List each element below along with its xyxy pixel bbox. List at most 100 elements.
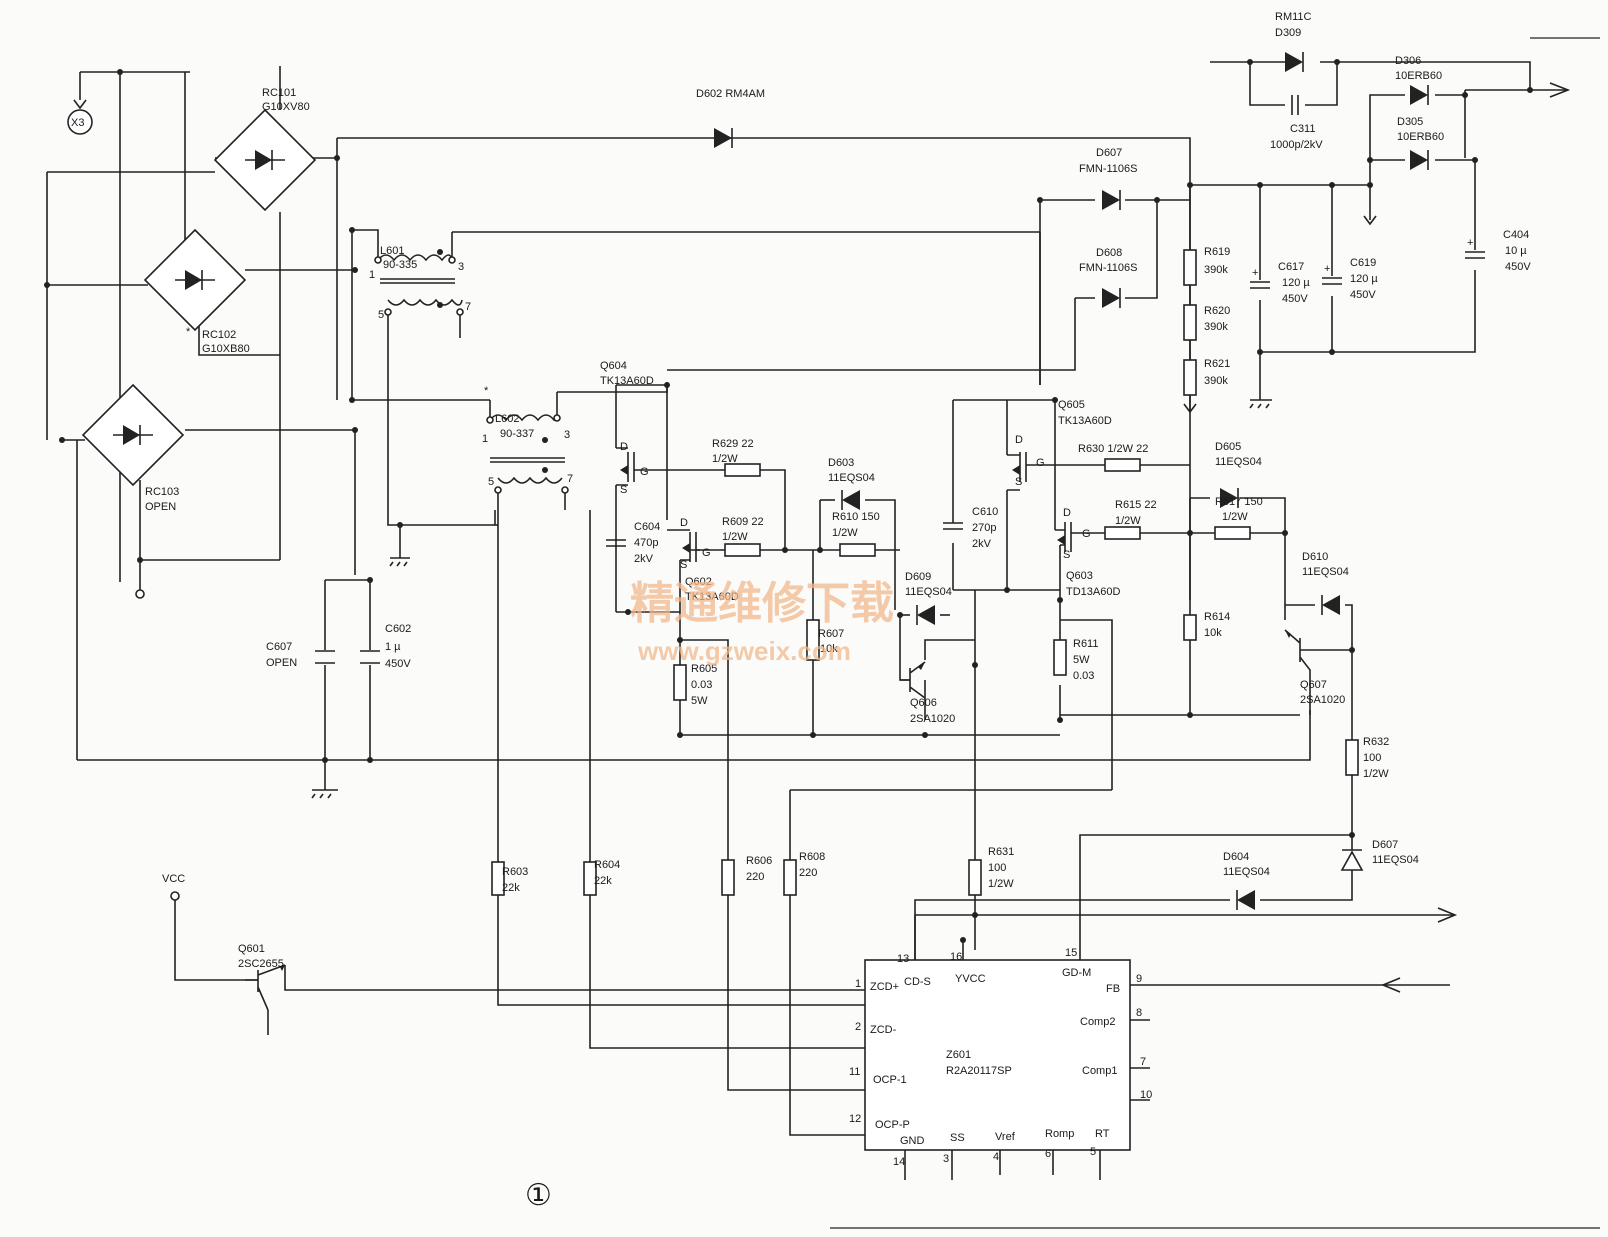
bridge-rc103: RC103 OPEN <box>81 383 185 513</box>
q605-part: TK13A60D <box>1058 415 1112 427</box>
r630-ref: R630 1/2W 22 <box>1078 443 1148 455</box>
ic-num-12: 12 <box>849 1113 861 1125</box>
c610-ref: C610 <box>972 506 998 518</box>
resistor-r621: R621 390k <box>1183 358 1230 396</box>
watermark-chinese: 精通维修下载 <box>630 578 894 629</box>
r617-ref: R617 150 <box>1215 496 1263 508</box>
q603-ref: Q603 <box>1066 570 1093 582</box>
q601-ref: Q601 <box>238 943 265 955</box>
ic-num-1: 1 <box>855 978 861 990</box>
diode-d607a: D607 FMN-1106S <box>1079 147 1137 210</box>
r605-val: 0.03 <box>691 679 712 691</box>
r619-ref: R619 <box>1204 246 1230 258</box>
ic-pin-rt: RT <box>1095 1128 1110 1140</box>
d602-label: D602 RM4AM <box>696 88 765 100</box>
ic-pin-ss: SS <box>950 1132 965 1144</box>
r621-ref: R621 <box>1204 358 1230 370</box>
r603-val: 22k <box>502 882 520 894</box>
diode-d604: D604 11EQS04 <box>1223 851 1270 910</box>
r632-val: 100 <box>1363 752 1381 764</box>
ic-pin-yvcc: YVCC <box>955 973 986 985</box>
l601-pin3: 3 <box>458 261 464 273</box>
ic-pin-ocp1: OCP-1 <box>873 1074 907 1086</box>
ic-num-8: 8 <box>1136 1007 1142 1019</box>
rc102-ref: RC102 <box>202 329 236 341</box>
resistor-r608: R608 220 <box>783 851 825 896</box>
r632-watt: 1/2W <box>1363 768 1389 780</box>
l601-pin7: 7 <box>465 301 471 313</box>
r604-ref: R604 <box>594 859 620 871</box>
q602-ref: Q602 <box>685 576 712 588</box>
capacitor-c602: C602 1 µ 450V <box>360 623 411 670</box>
resistor-r629: R629 22 1/2W <box>712 438 761 477</box>
resistor-r604: R604 22k <box>583 859 620 896</box>
ic-ref: Z601 <box>946 1049 971 1061</box>
q603-pin-d: D <box>1063 507 1071 519</box>
resistor-r603: R603 22k <box>491 861 528 896</box>
c604-ref: C604 <box>634 521 660 533</box>
ic-num-15: 15 <box>1065 947 1077 959</box>
q605-ref: Q605 <box>1058 399 1085 411</box>
c311-val: 1000p/2kV <box>1270 139 1323 151</box>
capacitor-c604: C604 470p 2kV <box>606 521 660 565</box>
l602-pin1: 1 <box>482 433 488 445</box>
c607-ref: C607 <box>266 641 292 653</box>
d608-part: FMN-1106S <box>1079 262 1137 274</box>
d607b-ref: D607 <box>1372 839 1398 851</box>
c604-val: 470p <box>634 537 658 549</box>
diode-d602: D602 RM4AM <box>696 88 765 148</box>
d305-part: 10ERB60 <box>1397 131 1444 143</box>
r620-ref: R620 <box>1204 305 1230 317</box>
q604-ref: Q604 <box>600 360 627 372</box>
q602-pin-s: S <box>680 559 687 571</box>
d607a-part: FMN-1106S <box>1079 163 1137 175</box>
c604-volt: 2kV <box>634 553 654 565</box>
r617-val: 1/2W <box>1222 511 1248 523</box>
d610-part: 11EQS04 <box>1302 566 1349 578</box>
ic-pin-vref: Vref <box>995 1131 1016 1143</box>
r608-ref: R608 <box>799 851 825 863</box>
q607-part: 2SA1020 <box>1300 694 1345 706</box>
junction-dots <box>44 59 1533 943</box>
resistor-r630: R630 1/2W 22 <box>1078 443 1148 472</box>
d306-ref: D306 <box>1395 55 1421 67</box>
mosfet-q605: D S G Q605 TK13A60D <box>1007 399 1112 491</box>
ic-num-13: 13 <box>897 953 909 965</box>
ic-pin-zcdp: ZCD+ <box>870 981 899 993</box>
l602-pin7: 7 <box>567 473 573 485</box>
q602-pin-g: G <box>702 547 711 559</box>
ic-pin-gnd: GND <box>900 1135 925 1147</box>
resistor-r632: R632 100 1/2W <box>1345 736 1389 780</box>
diode-d306: D306 10ERB60 <box>1395 55 1442 105</box>
ic-pin-comp1: Comp1 <box>1082 1065 1117 1077</box>
l602-part: 90-337 <box>500 428 534 440</box>
ic-num-16: 16 <box>950 951 962 963</box>
c619-val: 120 µ <box>1350 273 1378 285</box>
l602-mark: * <box>484 385 489 397</box>
q606-part: 2SA1020 <box>910 713 955 725</box>
vcc-label: VCC <box>162 873 185 885</box>
l602-pin5: 5 <box>488 476 494 488</box>
r631-watt: 1/2W <box>988 878 1014 890</box>
d305-ref: D305 <box>1397 116 1423 128</box>
ic-num-14: 14 <box>893 1156 905 1168</box>
r603-ref: R603 <box>502 866 528 878</box>
rc102-part: G10XB80 <box>202 343 250 355</box>
q607-ref: Q607 <box>1300 679 1327 691</box>
wires <box>46 37 1600 1229</box>
c619-volt: 450V <box>1350 289 1376 301</box>
ic-num-10: 10 <box>1140 1089 1152 1101</box>
ic-num-6: 6 <box>1045 1148 1051 1160</box>
d608-ref: D608 <box>1096 247 1122 259</box>
ic-pin-fb: FB <box>1106 983 1120 995</box>
q603-pin-g: G <box>1082 528 1091 540</box>
c311-ref: C311 <box>1290 123 1315 135</box>
diode-d605: D605 11EQS04 <box>1215 441 1262 508</box>
ic-z601: Z601 R2A20117SP ZCD+ CD-S YVCC GD-M FB Z… <box>849 947 1152 1168</box>
q603-pin-s: S <box>1063 549 1070 561</box>
q602-part: TK13A60D <box>685 591 739 603</box>
d306-part: 10ERB60 <box>1395 70 1442 82</box>
c610-val: 270p <box>972 522 996 534</box>
q604-pin-s: S <box>620 484 627 496</box>
